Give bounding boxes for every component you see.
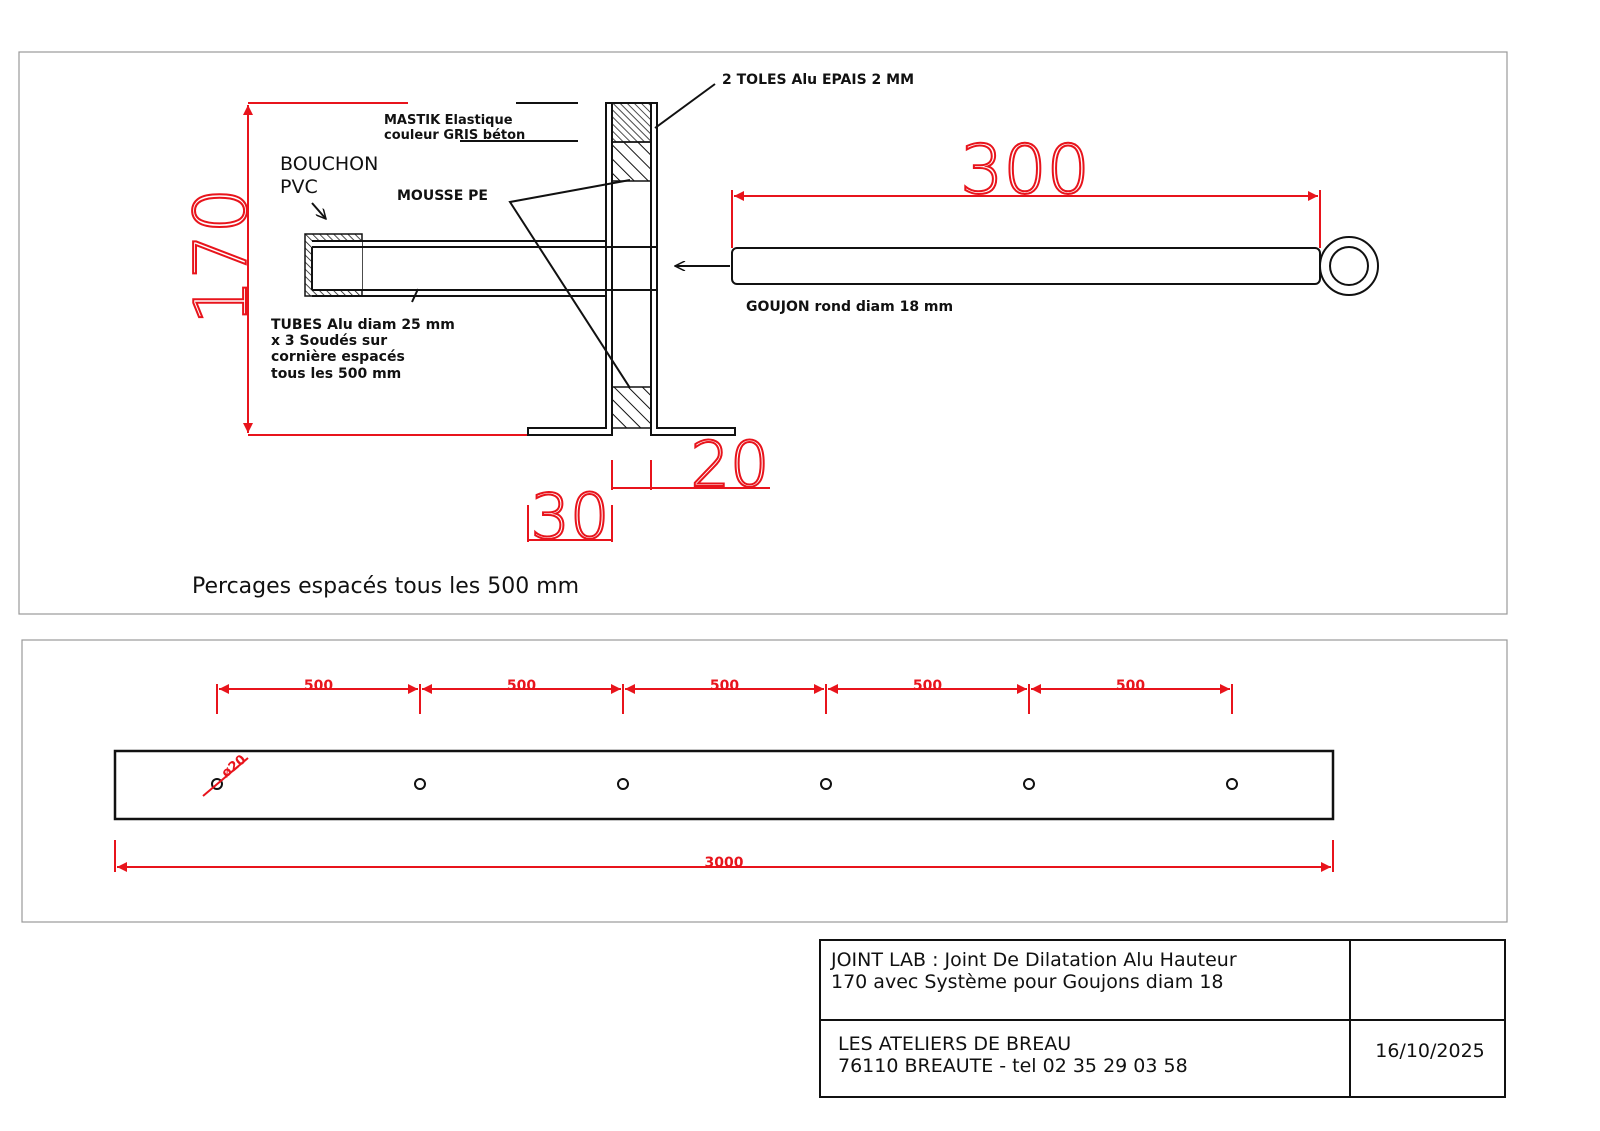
label-tubes-line: x 3 Soudés sur <box>271 333 387 349</box>
alu-tube <box>304 233 657 297</box>
hole <box>820 778 832 790</box>
title-line-2: 170 avec Système pour Goujons diam 18 <box>831 971 1224 993</box>
spacing-label: 500 <box>1116 678 1145 694</box>
spacing-dimensions: 500 500 500 500 500 <box>216 678 1233 714</box>
label-tubes-line: TUBES Alu diam 25 mm <box>271 317 455 333</box>
total-length-label: 3000 <box>705 855 744 871</box>
hole <box>414 778 426 790</box>
dimension-height: 170 <box>178 102 528 436</box>
spacing-label: 500 <box>507 678 536 694</box>
dim-flange-label: 30 <box>531 480 610 553</box>
dowel: GOUJON rond diam 18 mm <box>675 236 1379 315</box>
drawing-date: 16/10/2025 <box>1375 1040 1485 1062</box>
company-name: LES ATELIERS DE BREAU <box>838 1033 1071 1055</box>
hole <box>617 778 629 790</box>
note-drilling: Percages espacés tous les 500 mm <box>192 574 579 599</box>
angle-plates <box>527 102 736 436</box>
spacing-label: 500 <box>710 678 739 694</box>
section-view-panel: 170 MASTIK Elastique couleur GRIS béton … <box>18 51 1508 615</box>
title-block: JOINT LAB : Joint De Dilatation Alu Haut… <box>819 939 1506 1098</box>
label-plates: 2 TOLES Alu EPAIS 2 MM <box>722 72 914 88</box>
label-cap-1: BOUCHON <box>280 153 378 175</box>
dim-dowel-label: 300 <box>960 131 1090 210</box>
hole <box>1023 778 1035 790</box>
title-line-1: JOINT LAB : Joint De Dilatation Alu Haut… <box>830 949 1237 971</box>
spacing-label: 500 <box>913 678 942 694</box>
dim-gap-label: 20 <box>691 428 770 501</box>
dimension-dowel-length: 300 <box>731 130 1321 248</box>
label-mastic-2: couleur GRIS béton <box>384 128 525 143</box>
holes <box>211 778 1238 790</box>
hole-diameter-label: ø20 <box>219 752 249 781</box>
label-foam: MOUSSE PE <box>397 188 488 204</box>
dimension-gap: 20 <box>611 427 770 502</box>
plan-view-panel: 500 500 500 500 500 ø20 3000 <box>21 639 1508 923</box>
dim-height-label: 170 <box>179 188 263 325</box>
label-tubes-line: cornière espacés <box>271 349 405 365</box>
label-mastic-1: MASTIK Elastique <box>384 113 513 128</box>
company-address: 76110 BREAUTE - tel 02 35 29 03 58 <box>838 1055 1188 1077</box>
label-dowel: GOUJON rond diam 18 mm <box>746 299 953 315</box>
spacing-label: 500 <box>304 678 333 694</box>
label-tubes-line: tous les 500 mm <box>271 366 401 382</box>
dimension-flange: 30 <box>527 479 613 554</box>
dimension-total-length: 3000 <box>114 840 1334 872</box>
hole <box>211 778 223 790</box>
label-cap-2: PVC <box>280 176 318 198</box>
hole <box>1226 778 1238 790</box>
